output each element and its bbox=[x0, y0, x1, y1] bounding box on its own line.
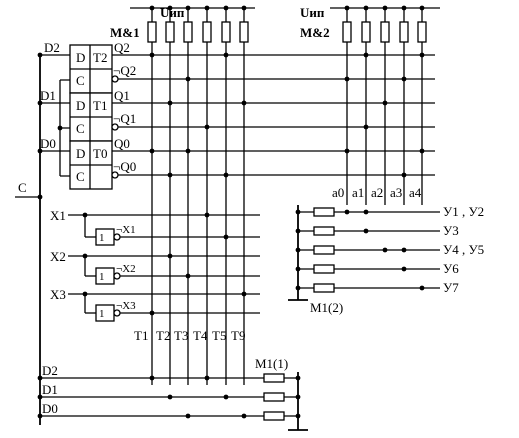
inverter-2-output: ¬X2 bbox=[116, 263, 136, 275]
input-label-d1: D1 bbox=[40, 88, 56, 103]
inverter-x1 bbox=[95, 228, 121, 246]
ff-t2-c: C bbox=[76, 73, 85, 88]
a-label-4: a4 bbox=[409, 185, 422, 200]
a-label-3: a3 bbox=[390, 185, 402, 200]
x-input-label-1: X1 bbox=[50, 208, 66, 223]
ff-t0-nq: ¬Q0 bbox=[113, 159, 136, 174]
inverter-1-symbol: 1 bbox=[99, 232, 105, 244]
matrix-label-m2: M&2 bbox=[300, 25, 330, 40]
inverter-x3 bbox=[95, 304, 121, 322]
junction-dots bbox=[37, 5, 425, 419]
input-label-d0: D0 bbox=[40, 136, 56, 151]
ff-t1-c: C bbox=[76, 121, 85, 136]
ff-t0-c: C bbox=[76, 169, 85, 184]
resistors-bottom bbox=[263, 373, 285, 421]
ff-t1-q: Q1 bbox=[114, 88, 130, 103]
flipflop-t0 bbox=[69, 140, 119, 190]
t-label-1: T1 bbox=[134, 328, 148, 343]
t-label-3: T3 bbox=[174, 328, 188, 343]
y-label-4: У6 bbox=[443, 261, 459, 276]
ff-t0-t: T0 bbox=[93, 146, 107, 161]
input-label-clock: C bbox=[18, 180, 27, 195]
bottom-input-d1: D1 bbox=[42, 382, 58, 397]
bottom-input-d2: D2 bbox=[42, 363, 58, 378]
ff-t1-d: D bbox=[76, 98, 85, 113]
t-label-9: T9 bbox=[231, 328, 245, 343]
flipflop-t1 bbox=[69, 92, 119, 142]
x-input-label-3: X3 bbox=[50, 287, 66, 302]
ff-t1-t: T1 bbox=[93, 98, 107, 113]
ff-t0-d: D bbox=[76, 146, 85, 161]
a-label-1: a1 bbox=[352, 185, 364, 200]
inverter-1-output: ¬X1 bbox=[116, 224, 136, 236]
inverter-x2 bbox=[95, 267, 121, 285]
bottom-input-d0: D0 bbox=[42, 401, 58, 416]
ff-t2-d: D bbox=[76, 50, 85, 65]
t-label-4: T4 bbox=[193, 328, 208, 343]
matrix-label-m1-right: M1(2) bbox=[310, 300, 343, 315]
ff-t1-nq: ¬Q1 bbox=[113, 111, 136, 126]
wiring bbox=[15, 7, 440, 431]
y-label-3: У4 , У5 bbox=[443, 242, 484, 257]
t-label-2: T2 bbox=[156, 328, 170, 343]
ff-t2-t: T2 bbox=[93, 50, 107, 65]
power-label-left: Uип bbox=[160, 5, 185, 20]
resistors-left bbox=[147, 21, 249, 43]
flipflop-t2 bbox=[69, 44, 119, 94]
y-label-5: У7 bbox=[443, 280, 459, 295]
ff-t0-q: Q0 bbox=[114, 136, 130, 151]
resistors-right bbox=[342, 21, 427, 43]
y-label-2: У3 bbox=[443, 223, 459, 238]
inverter-3-output: ¬X3 bbox=[116, 300, 136, 312]
t-label-5: T5 bbox=[212, 328, 226, 343]
ff-t2-q: Q2 bbox=[114, 40, 130, 55]
input-label-d2: D2 bbox=[44, 40, 60, 55]
x-input-label-2: X2 bbox=[50, 249, 66, 264]
power-label-right: Uип bbox=[300, 5, 325, 20]
matrix-label-m1: M&1 bbox=[110, 25, 140, 40]
y-label-1: У1 , У2 bbox=[443, 204, 484, 219]
a-label-0: a0 bbox=[332, 185, 344, 200]
inverter-3-symbol: 1 bbox=[99, 308, 105, 320]
ff-t2-nq: ¬Q2 bbox=[113, 63, 136, 78]
matrix-label-m1-bottom: M1(1) bbox=[255, 356, 288, 371]
resistors-or-matrix bbox=[313, 207, 335, 293]
inverter-2-symbol: 1 bbox=[99, 271, 105, 283]
a-label-2: a2 bbox=[371, 185, 383, 200]
